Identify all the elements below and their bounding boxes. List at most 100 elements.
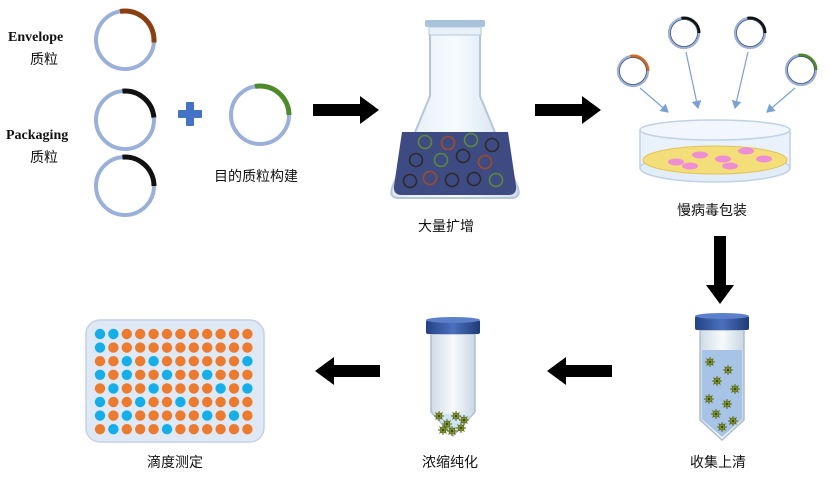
well-positive bbox=[148, 356, 159, 367]
well bbox=[202, 328, 213, 340]
well bbox=[242, 410, 253, 421]
well-positive bbox=[94, 328, 106, 340]
virus-particle bbox=[722, 399, 732, 409]
well bbox=[94, 356, 106, 367]
well bbox=[135, 342, 146, 353]
packaging-plasmid-1-icon bbox=[94, 88, 157, 151]
flask-plasmid bbox=[408, 152, 424, 168]
virus-particle bbox=[434, 411, 444, 421]
flask-plasmid bbox=[417, 134, 433, 150]
well bbox=[148, 369, 159, 380]
well bbox=[135, 328, 146, 340]
well-plate-icon bbox=[85, 319, 265, 443]
well bbox=[175, 342, 186, 353]
well bbox=[242, 369, 253, 380]
well bbox=[148, 342, 159, 353]
well bbox=[188, 383, 199, 394]
well bbox=[148, 410, 159, 421]
well-positive bbox=[121, 369, 132, 380]
well bbox=[228, 369, 240, 380]
well bbox=[108, 396, 119, 408]
well bbox=[135, 356, 146, 367]
well bbox=[135, 424, 146, 435]
well-positive bbox=[242, 356, 253, 367]
well-positive bbox=[108, 328, 119, 340]
well-positive bbox=[202, 369, 213, 380]
well bbox=[175, 369, 186, 380]
construct-label: 目的质粒构建 bbox=[214, 169, 298, 185]
well bbox=[121, 396, 132, 408]
lv-plasmid-4-icon bbox=[784, 53, 818, 87]
packaging-label: Packaging bbox=[6, 128, 69, 143]
well bbox=[161, 396, 173, 408]
well bbox=[188, 410, 199, 421]
well bbox=[215, 410, 226, 421]
flask-plasmid bbox=[433, 152, 449, 168]
well bbox=[148, 424, 159, 435]
well bbox=[175, 328, 186, 340]
well bbox=[161, 410, 173, 421]
well bbox=[215, 342, 226, 353]
cell bbox=[738, 147, 754, 155]
well bbox=[148, 328, 159, 340]
well bbox=[121, 383, 132, 394]
virus-particle bbox=[459, 415, 469, 425]
well bbox=[108, 356, 119, 367]
well bbox=[202, 383, 213, 394]
well bbox=[121, 342, 132, 353]
plus-icon bbox=[178, 102, 202, 126]
well bbox=[228, 424, 240, 435]
target-plasmid-icon bbox=[229, 83, 292, 146]
well bbox=[202, 424, 213, 435]
virus-particle bbox=[704, 394, 714, 404]
collect-tube-icon bbox=[695, 313, 749, 442]
arrow-left-2-icon bbox=[315, 357, 380, 385]
virus-particle bbox=[705, 357, 715, 367]
well bbox=[242, 396, 253, 408]
well-positive bbox=[94, 342, 106, 353]
well-positive bbox=[135, 396, 146, 408]
virus-particle bbox=[456, 423, 466, 433]
well bbox=[202, 396, 213, 408]
virus-particle bbox=[451, 411, 461, 421]
flask-icon bbox=[390, 20, 520, 199]
plate-wells bbox=[94, 328, 253, 435]
well bbox=[215, 369, 226, 380]
concentrate-label: 浓缩纯化 bbox=[422, 455, 478, 471]
well bbox=[94, 424, 106, 435]
cell bbox=[692, 151, 708, 159]
well-positive bbox=[94, 410, 106, 421]
arrow-to-flask-icon bbox=[313, 96, 379, 124]
well bbox=[228, 342, 240, 353]
packaging-sub-label: 质粒 bbox=[30, 150, 58, 166]
well bbox=[161, 342, 173, 353]
well bbox=[175, 410, 186, 421]
well bbox=[161, 356, 173, 367]
flask-plasmid bbox=[402, 173, 418, 189]
well-positive bbox=[121, 410, 132, 421]
cell bbox=[756, 155, 772, 163]
flask-plasmid bbox=[440, 135, 456, 151]
well bbox=[215, 328, 226, 340]
well bbox=[242, 342, 253, 353]
well bbox=[135, 369, 146, 380]
well bbox=[242, 424, 253, 435]
well-positive bbox=[94, 369, 106, 380]
flask-plasmid bbox=[484, 137, 500, 153]
arrow-left-1-icon bbox=[547, 357, 612, 385]
virus-particle bbox=[712, 376, 722, 386]
well bbox=[228, 396, 240, 408]
well bbox=[161, 328, 173, 340]
lv-plasmid-2-icon bbox=[667, 16, 701, 50]
well bbox=[108, 369, 119, 380]
well bbox=[135, 383, 146, 394]
well bbox=[175, 424, 186, 435]
well-positive bbox=[161, 369, 173, 380]
well bbox=[108, 342, 119, 353]
arrow-to-dish-icon bbox=[535, 96, 601, 124]
virus-particle bbox=[711, 409, 721, 419]
well-positive bbox=[242, 383, 253, 394]
well bbox=[108, 410, 119, 421]
envelope-sub-label: 质粒 bbox=[30, 52, 58, 68]
envelope-plasmid-icon bbox=[94, 8, 157, 71]
